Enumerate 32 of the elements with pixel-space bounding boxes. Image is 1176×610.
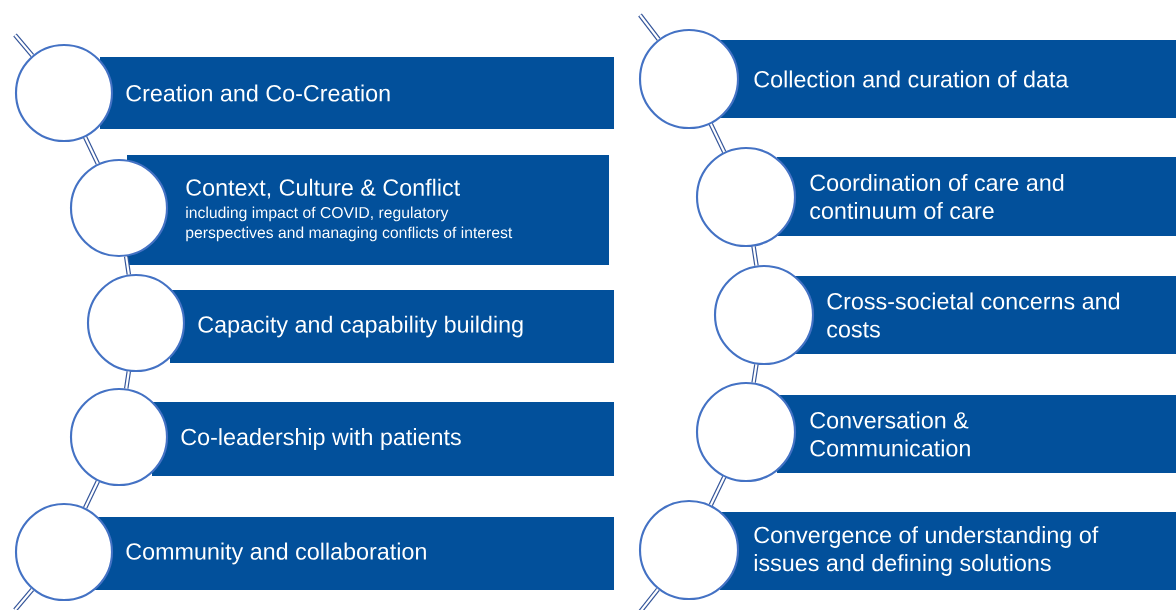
string-line xyxy=(638,587,660,610)
ring xyxy=(638,28,740,130)
ring xyxy=(695,146,797,248)
title-bar: Creation and Co-Creation xyxy=(100,57,614,129)
title-bar: Convergence of understanding of issues and defining solutions xyxy=(720,512,1176,590)
ring xyxy=(638,499,740,601)
title-bar: Co-leadership with patients xyxy=(152,402,614,476)
ring xyxy=(14,43,114,143)
string-line xyxy=(751,246,759,266)
string-line xyxy=(83,480,100,509)
string-line xyxy=(13,588,35,610)
string-line xyxy=(708,123,727,153)
title-bar: Coordination of care and continuum of care xyxy=(777,157,1176,236)
ring xyxy=(69,158,169,258)
title-bar: Collection and curation of data xyxy=(720,40,1176,118)
ring xyxy=(69,387,169,487)
string-line xyxy=(13,33,35,57)
ring xyxy=(695,381,797,483)
string-line xyxy=(124,371,131,389)
string-line xyxy=(83,136,100,165)
title-bar: Context, Culture & Conflict including impact of COVID, regulatory perspectives and managing conflicts of interest xyxy=(127,155,609,265)
string-line xyxy=(123,256,132,275)
title-bar: Community and collaboration xyxy=(95,517,614,590)
string-line xyxy=(751,364,759,383)
title-bar: Capacity and capability building xyxy=(170,290,614,363)
ring xyxy=(14,502,114,602)
string-line xyxy=(708,476,727,506)
title-bar: Conversation & Communication xyxy=(777,395,1176,473)
string-line xyxy=(638,13,661,41)
ring xyxy=(713,264,815,366)
ring xyxy=(86,273,186,373)
title-bar: Cross-societal concerns and costs xyxy=(795,276,1176,354)
